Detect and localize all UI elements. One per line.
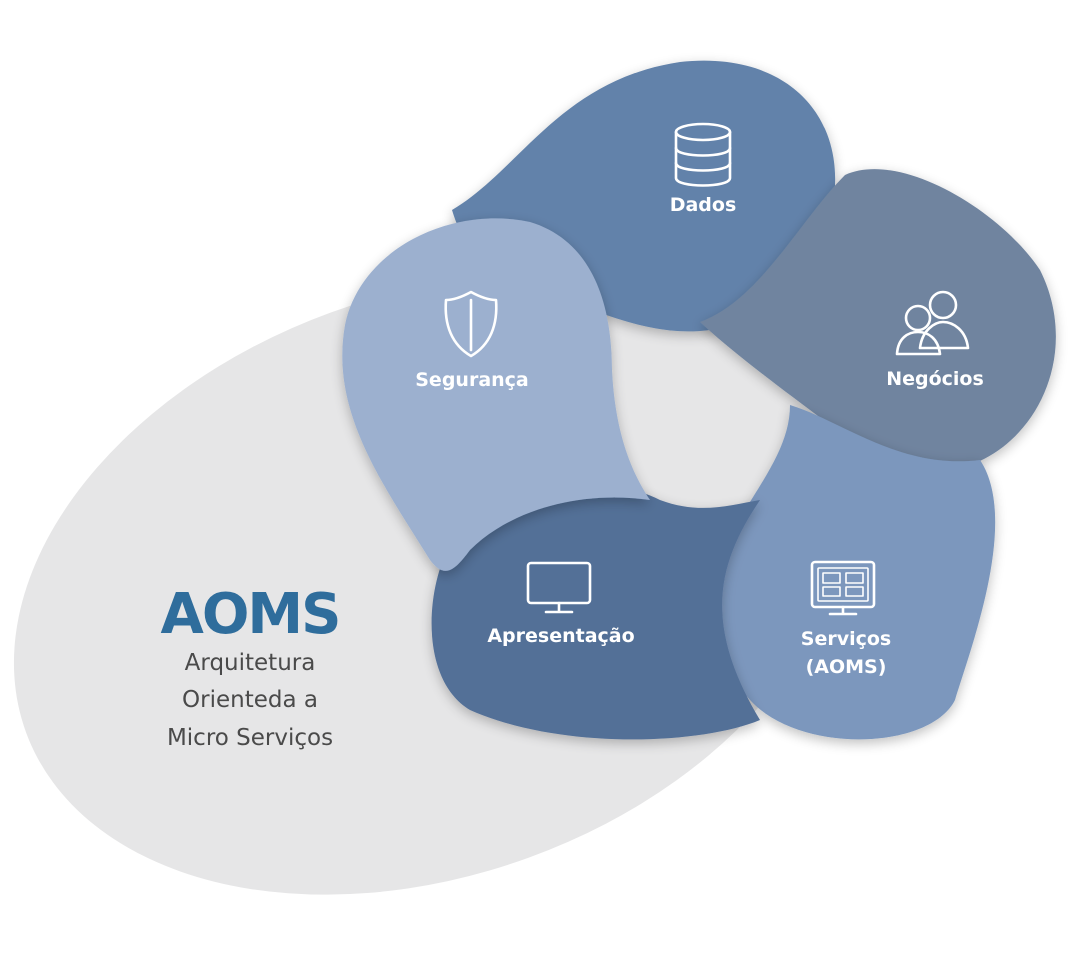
aoms-title: AOMS [160, 582, 339, 647]
seguranca-label: Segurança [415, 369, 529, 391]
apresentacao-blob [431, 483, 760, 740]
database-icon [674, 122, 732, 187]
dados-label: Dados [670, 194, 737, 216]
people-icon [895, 290, 970, 356]
aoms-subtitle-line3: Micro Serviços [167, 725, 333, 751]
negocios-label: Negócios [886, 368, 984, 390]
module-servicos [719, 405, 996, 740]
seguranca-blob [342, 218, 650, 571]
servicos-blob [719, 405, 996, 740]
module-seguranca [342, 218, 650, 571]
shield-icon [444, 290, 498, 358]
module-apresentacao [431, 483, 760, 740]
apresentacao-label: Apresentação [487, 625, 634, 647]
background-ellipse [13, 275, 847, 895]
aoms-subtitle-line1: Arquitetura [185, 650, 316, 676]
negocios-blob [700, 169, 1056, 469]
servicos-label-line2: (AOMS) [806, 656, 887, 678]
aoms-subtitle-line2: Orienteda a [182, 687, 318, 713]
dashboard-monitor-icon [810, 560, 876, 616]
module-negocios [700, 169, 1056, 469]
servicos-label-line1: Serviços [801, 628, 891, 650]
monitor-icon [526, 561, 592, 614]
